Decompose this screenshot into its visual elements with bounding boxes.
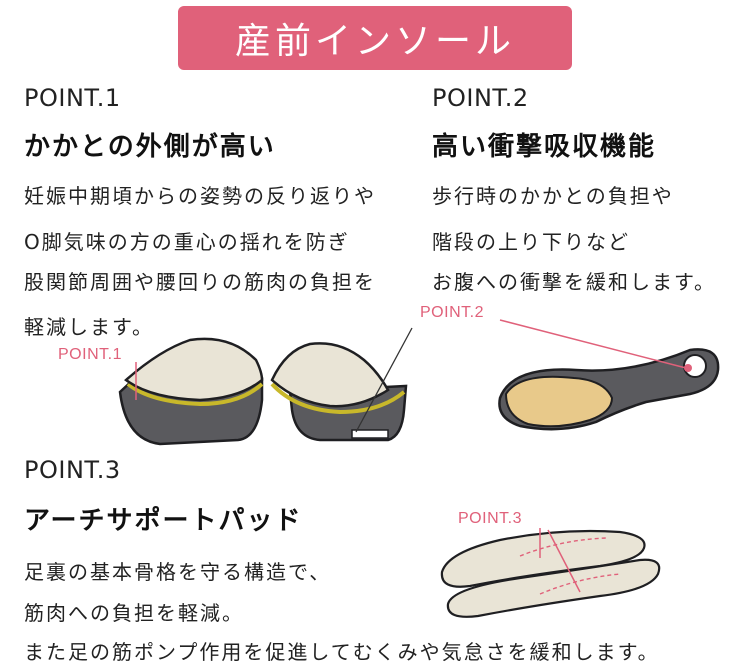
left-heel-cup: [118, 337, 264, 446]
point1-label: POINT.1: [24, 84, 121, 112]
point3-line-1: 足裏の基本骨格を守る構造で、: [24, 560, 332, 584]
title-banner: 産前インソール: [178, 6, 572, 70]
point1-line-4: 軽減します。: [24, 315, 154, 339]
point1-line-2: O脚気味の方の重心の揺れを防ぎ: [24, 230, 350, 254]
callout-point3: POINT.3: [458, 510, 522, 527]
point2-line-2: 階段の上り下りなど: [432, 230, 630, 254]
point2-leader-left: [355, 327, 413, 433]
page-title: 産前インソール: [234, 21, 515, 62]
point3-line-2: 筋肉への負担を軽減。: [24, 601, 244, 625]
callout-point1: POINT.1: [58, 346, 122, 363]
insole-bottom: [446, 558, 661, 618]
right-heel-cup: [270, 342, 408, 442]
point2-leader-right: [499, 319, 687, 369]
point1-line-3: 股関節周囲や腰回りの筋肉の負担を: [24, 270, 376, 294]
point2-label: POINT.2: [432, 84, 529, 112]
point3-heading: アーチサポートパッド: [24, 506, 303, 536]
callout-point2: POINT.2: [420, 304, 484, 321]
point1-line-1: 妊娠中期頃からの姿勢の反り返りや: [24, 184, 376, 208]
point2-line-1: 歩行時のかかとの負担や: [432, 184, 674, 208]
point3-line-3: また足の筋ポンプ作用を促進してむくみや気怠さを緩和します。: [24, 640, 660, 664]
point3-leader-b: [547, 529, 581, 593]
point1-heading: かかとの外側が高い: [24, 132, 276, 162]
point2-heading: 高い衝撃吸収機能: [432, 132, 657, 162]
point2-line-3: お腹への衝撃を緩和します。: [432, 270, 716, 294]
insole-top: [440, 529, 646, 588]
point3-label: POINT.3: [24, 456, 121, 484]
